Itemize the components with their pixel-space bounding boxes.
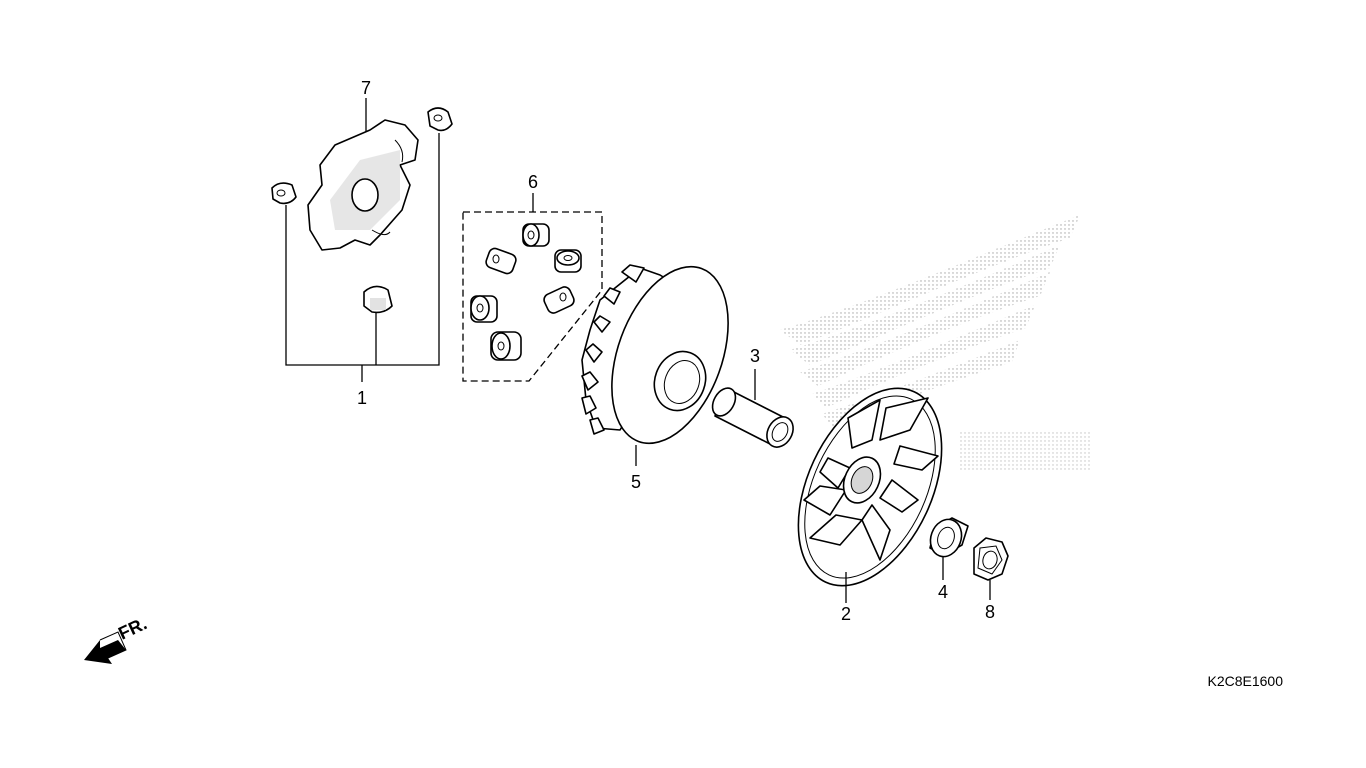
roller-set	[462, 193, 603, 382]
front-direction-arrow-icon	[84, 631, 127, 664]
movable-drive-face	[581, 264, 729, 466]
roller	[470, 295, 498, 323]
callout-5: 5	[631, 472, 641, 492]
washer	[929, 517, 969, 580]
roller	[490, 331, 522, 361]
slider-bottom	[363, 285, 393, 314]
direction-label: FR.	[115, 613, 150, 643]
callout-1-bracket	[285, 133, 440, 382]
roller	[485, 247, 517, 275]
callout-1: 1	[357, 388, 367, 408]
drive-face	[797, 387, 943, 603]
slider-left	[271, 182, 297, 205]
callout-7: 7	[361, 78, 371, 98]
honda-wing-watermark	[780, 215, 1090, 470]
callout-3: 3	[750, 346, 760, 366]
roller	[543, 286, 575, 314]
callout-4: 4	[938, 582, 948, 602]
roller	[522, 223, 550, 247]
callout-8: 8	[985, 602, 995, 622]
collar	[711, 369, 794, 448]
nut	[973, 537, 1009, 600]
callout-6: 6	[528, 172, 538, 192]
roller	[554, 249, 582, 273]
diagram-code: K2C8E1600	[1207, 673, 1283, 689]
slider-top-right	[427, 107, 453, 132]
callout-2: 2	[841, 604, 851, 624]
ramp-plate	[307, 119, 419, 251]
